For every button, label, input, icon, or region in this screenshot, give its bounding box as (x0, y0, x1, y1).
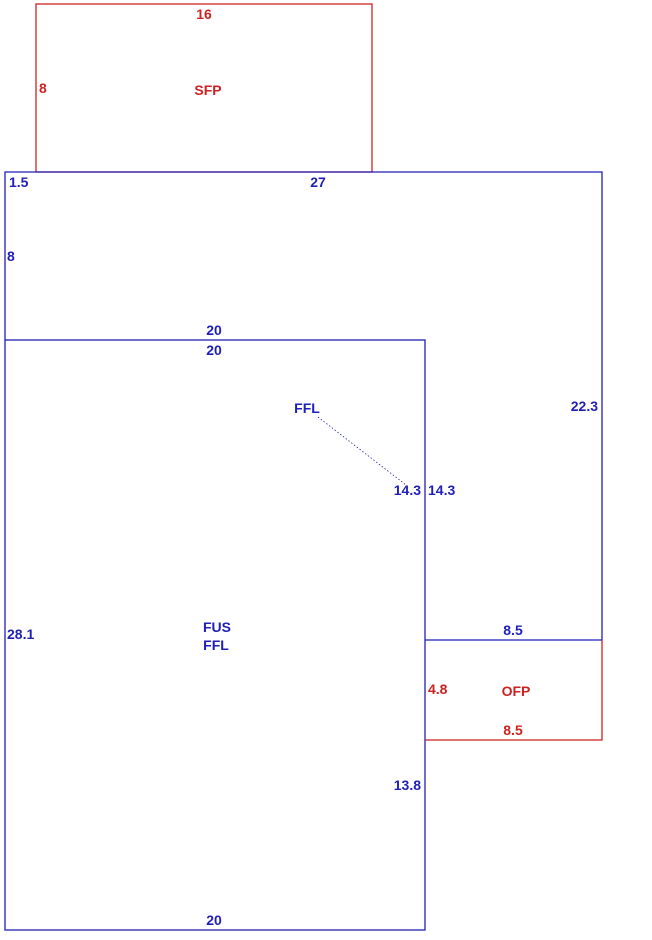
lower-top-dimension: 20 (206, 342, 222, 358)
ofp-left-dimension: 4.8 (428, 681, 448, 697)
ofp-name: OFP (502, 683, 531, 699)
lower-bottom-dimension: 20 (206, 912, 222, 928)
main-left-dimension: 8 (7, 248, 15, 264)
main-top-dimension: 27 (310, 174, 326, 190)
main-upper-outline (4, 171, 603, 640)
ffl-leader-line (317, 416, 407, 486)
ofp-outline (425, 640, 603, 741)
main-top-left-dimension: 1.5 (9, 174, 29, 190)
lower-section-outline (4, 339, 426, 931)
main-right-dimension: 22.3 (571, 398, 598, 414)
sfp-left-dimension: 8 (39, 80, 47, 96)
main-mid-top-dimension: 20 (206, 322, 222, 338)
ffl-label: FFL (294, 400, 320, 416)
lower-right-dimension: 13.8 (394, 777, 421, 793)
lower-outer-right-dimension: 14.3 (428, 482, 455, 498)
lower-inner-right-dimension: 14.3 (394, 482, 421, 498)
sfp-name: SFP (194, 82, 221, 98)
ofp-top-dimension: 8.5 (503, 622, 523, 638)
lower-center-label-ffl: FFL (203, 637, 229, 653)
ofp-bottom-dimension: 8.5 (503, 722, 523, 738)
sfp-top-dimension: 16 (196, 6, 212, 22)
lower-left-dimension: 28.1 (7, 626, 34, 642)
lower-center-label-fus: FUS (203, 619, 231, 635)
